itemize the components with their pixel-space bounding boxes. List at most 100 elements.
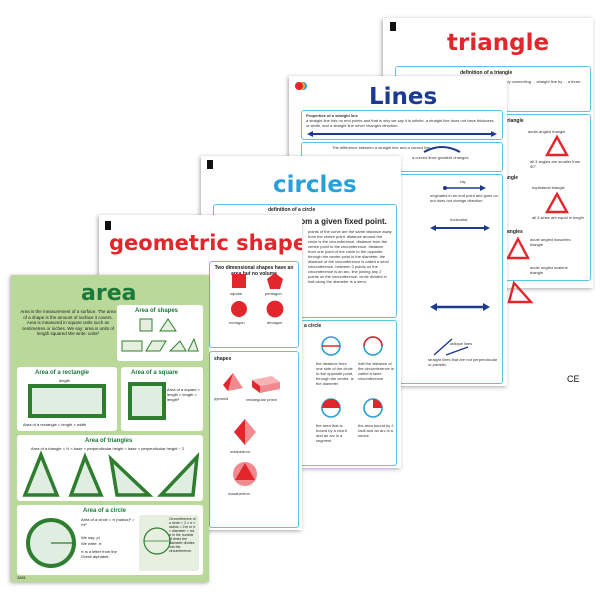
area-square-heading: Area of a square [131,370,179,376]
scalene-triangle-icon [507,280,534,304]
icosahedron-shape-icon [233,462,257,486]
isosceles-triangle-icon [506,236,530,260]
circles-cell-semi: half the distance of the circumference i… [358,361,394,381]
triangle-isosceles-heading: triangles [502,229,523,235]
lines-difference-right: a curved lines gradient changes [412,155,469,160]
circles-cell-sector: the area bound by 2 radii and an arc is … [358,423,394,438]
vertical-double-arrow-icon [430,303,490,311]
area-circumference-box: Circumference of a circle = 2 × π × radi… [139,515,199,571]
double-arrow-line-icon [307,131,497,137]
triangle-scalene-label: acute angled scalene triangle [530,265,568,275]
area-shapes-box: Area of shapes [117,305,203,361]
triangle-equilateral-heading: triangle [500,175,519,181]
triangle-title: triangle [447,30,550,56]
oblique-lines-icon [433,338,469,356]
circles-cell-segment: the area that is bound by a chord and an… [316,423,347,443]
area-circle-formula: Area of a circle = π (radius)² = πr² [81,517,135,527]
area-shapes-icon [121,318,199,352]
area-rectangle-heading: Area of a rectangle [35,370,90,376]
area-square-box: Area of a square Area of a square = leng… [121,367,203,431]
ray-label: ray [460,179,466,184]
circle-segment-icon [321,398,341,418]
circles-title: circles [273,172,357,198]
lines-difference-heading: The difference between a straight line a… [332,145,432,150]
area-rectangle-shape [28,384,106,418]
circles-parts-heading: a circle [304,323,322,329]
circles-definition-text: distant from a given fixed point. [266,217,387,226]
ce-mark-visible: CE [567,374,580,384]
lines-logo-icon [295,82,303,90]
pentagon-shape-icon [267,273,283,289]
three-d-heading: shapes [214,356,232,362]
triangle-types-heading: ... triangle [500,118,524,124]
horizontal-line-icon [430,225,490,231]
decagon-label: decagon [267,320,283,325]
area-rectangle-box: Area of a rectangle length Area of a rec… [17,367,117,431]
circle-diameter-icon [321,336,341,356]
acute-triangle-icon [544,134,570,157]
area-triangles-box: Area of triangles Area of a triangle = ½… [17,435,203,501]
circumference-circle-icon [143,527,171,555]
triangle-angles-note: all 3 angles are smaller than 90° [530,159,581,169]
pentagon-label: pentagon [265,291,282,296]
ray-text: originates in an end point and goes on b… [430,193,498,203]
area-triangles-shapes [22,450,200,497]
octahedron-label: octahedron [230,449,251,454]
area-circle-greek: π is a letter from the Greek alphabet. [81,549,117,559]
area-poster: area Area is the measurement of a surfac… [11,275,209,582]
horizontal-label: horizontal [450,217,468,222]
circles-parts-box: a circle the distance from one side of t… [295,320,397,466]
square-label: square [230,291,243,296]
decagon-shape-icon [266,300,284,318]
equilateral-triangle-icon [544,191,570,214]
area-shapes-heading: Area of shapes [135,308,179,314]
area-circle-side-text: Circumference of a circle = 2 × π × radi… [169,517,196,553]
pyramid-shape-icon [223,373,243,391]
geometric-logo-icon [105,221,111,230]
nonagon-label: nonagon [229,320,245,325]
circle-sector-icon [363,398,383,418]
curved-line-icon [423,146,461,153]
icosahedron-label: icosahedron [228,491,250,496]
ray-line-icon [443,185,486,191]
circles-cell-diameter: the distance from one side of the circle… [316,361,354,386]
area-square-shape [128,382,166,420]
area-circle-write: We write: π [81,541,102,546]
area-intro-text: Area is the measurement of a surface. Th… [20,309,116,337]
oblique-text: straight lines that are not perpendicula… [428,357,498,367]
area-title: area [81,281,137,306]
oblique-label: oblique lines [450,341,473,346]
triangle-definition-heading: definition of a triangle [460,70,513,76]
area-circle-heading: Area of a circle [83,508,127,514]
triangle-acute-label: acute-angled triangle [528,129,566,134]
square-shape-icon [232,274,246,288]
area-rectangle-formula: Area of a rectangle = length × width [23,422,87,427]
circles-logo-icon [207,160,213,169]
triangle-equilateral-label: equilateral triangle [532,185,565,190]
nonagon-shape-icon [231,301,247,317]
publisher-logo-icon [390,22,396,31]
two-d-shapes-box: Two dimensional shapes have an area but … [209,261,299,348]
area-circle-shape [26,518,76,568]
triangle-isosceles-label: acute angled isosceles triangle [530,237,571,247]
circles-definition-heading: definition of a circle [268,207,316,213]
circle-semi-icon [363,336,383,356]
two-d-heading: Two dimensional shapes have an area but … [214,265,294,277]
triangle-sides-note: all 3 sides are equal in length [532,215,584,220]
area-footer-code: 2881 [17,575,26,580]
rectangular-prism-icon [252,376,280,393]
area-triangles-formula: Area of a triangle = ½ × base × perpendi… [31,446,185,451]
circles-body-text: points of the curve are the same distanc… [308,229,392,284]
octahedron-shape-icon [234,419,256,445]
lines-title: Lines [369,84,438,110]
area-triangles-heading: Area of triangles [85,438,133,444]
prism-label: rectangular prism [246,397,277,402]
area-circle-box: Area of a circle Area of a circle = π (r… [17,505,203,575]
geometric-title: geometric shapes [109,231,302,255]
area-circle-say: We say: pi [81,535,100,540]
area-rectangle-length: length [59,378,70,383]
pyramid-label: pyramid [214,396,229,401]
area-square-formula: Area of a square = length × length = len… [167,387,201,402]
